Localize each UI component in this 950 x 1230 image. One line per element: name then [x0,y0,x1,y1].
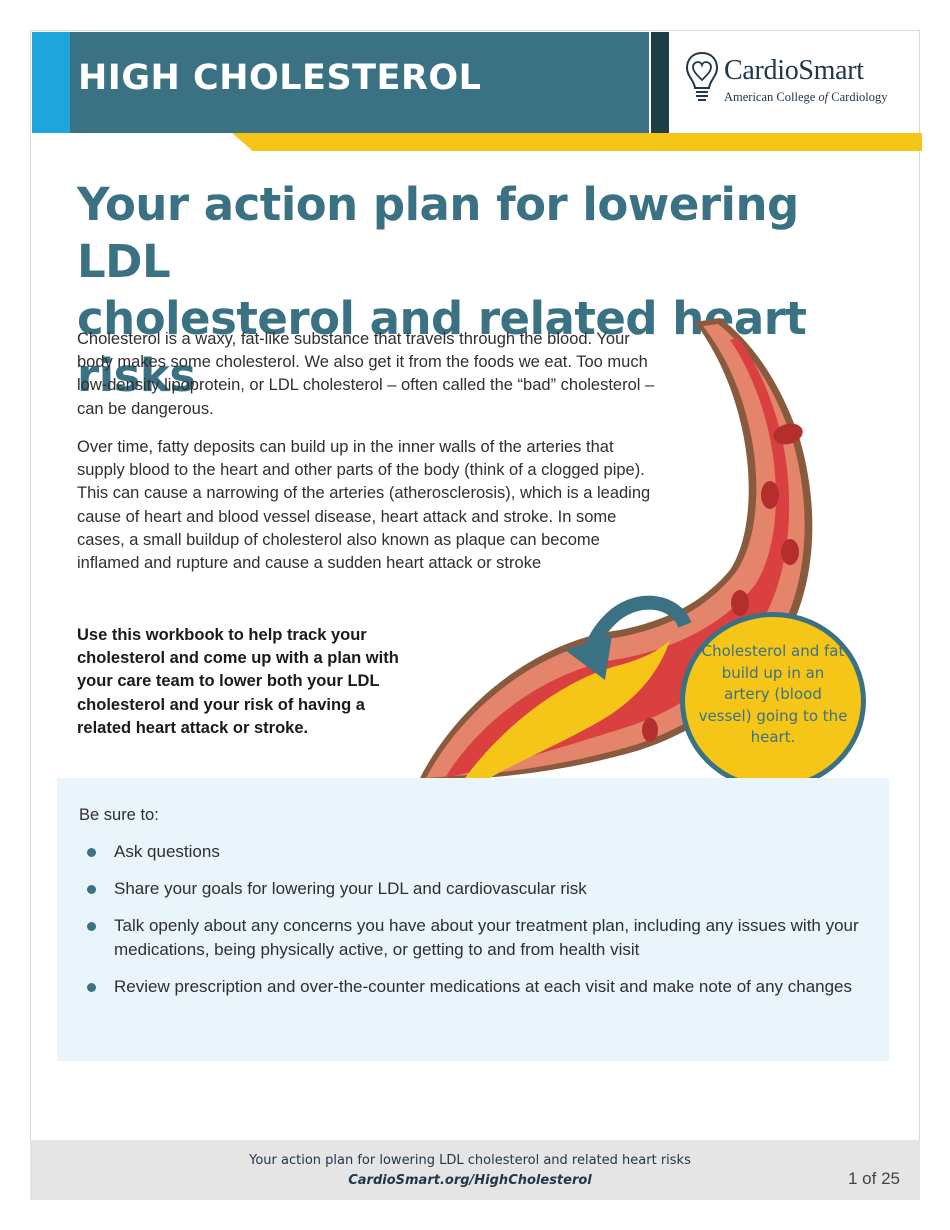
section-title: HIGH CHOLESTEROL [78,58,482,98]
lightbulb-heart-icon [685,51,719,101]
list-item: Share your goals for lowering your LDL a… [79,877,859,901]
cardiosmart-logo: CardioSmart American College of Cardiolo… [684,50,904,110]
page-title-line1: Your action plan for lowering LDL [77,178,799,288]
artery-callout: Cholesterol and fat build up in an arter… [680,612,866,790]
page-footer: Your action plan for lowering LDL choles… [30,1140,920,1200]
header-accent-bar [32,32,70,133]
header-bar [70,32,649,133]
list-item: Review prescription and over-the-counter… [79,975,859,999]
bullet-icon [87,922,96,931]
bullet-icon [87,983,96,992]
workbook-note: Use this workbook to help track your cho… [77,626,399,737]
logo-subtitle: American College of Cardiology [724,90,888,104]
footer-doc-title: Your action plan for lowering LDL choles… [249,1153,691,1168]
page-number: 1 of 25 [848,1169,900,1188]
list-item: Ask questions [79,840,859,864]
bullet-icon [87,885,96,894]
page-title: Your action plan for lowering LDL choles… [77,176,897,404]
intro-paragraph-2: Over time, fatty deposits can build up i… [77,438,651,573]
tips-heading: Be sure to: [79,806,159,824]
intro-paragraph-1: Cholesterol is a waxy, fat-like substanc… [77,330,655,418]
tips-list: Ask questions Share your goals for lower… [79,840,859,1012]
bullet-icon [87,848,96,857]
yellow-strip [232,133,922,151]
tips-box: Be sure to: Ask questions Share your goa… [57,778,889,1061]
logo-name: CardioSmart [724,55,864,86]
callout-text: Cholesterol and fat build up in an arter… [698,642,848,747]
list-item: Talk openly about any concerns you have … [79,914,859,962]
header-dark-bar [651,32,669,133]
page-title-line2: cholesterol and related heart risks [77,292,807,402]
footer-url[interactable]: CardioSmart.org/HighCholesterol [348,1173,592,1188]
